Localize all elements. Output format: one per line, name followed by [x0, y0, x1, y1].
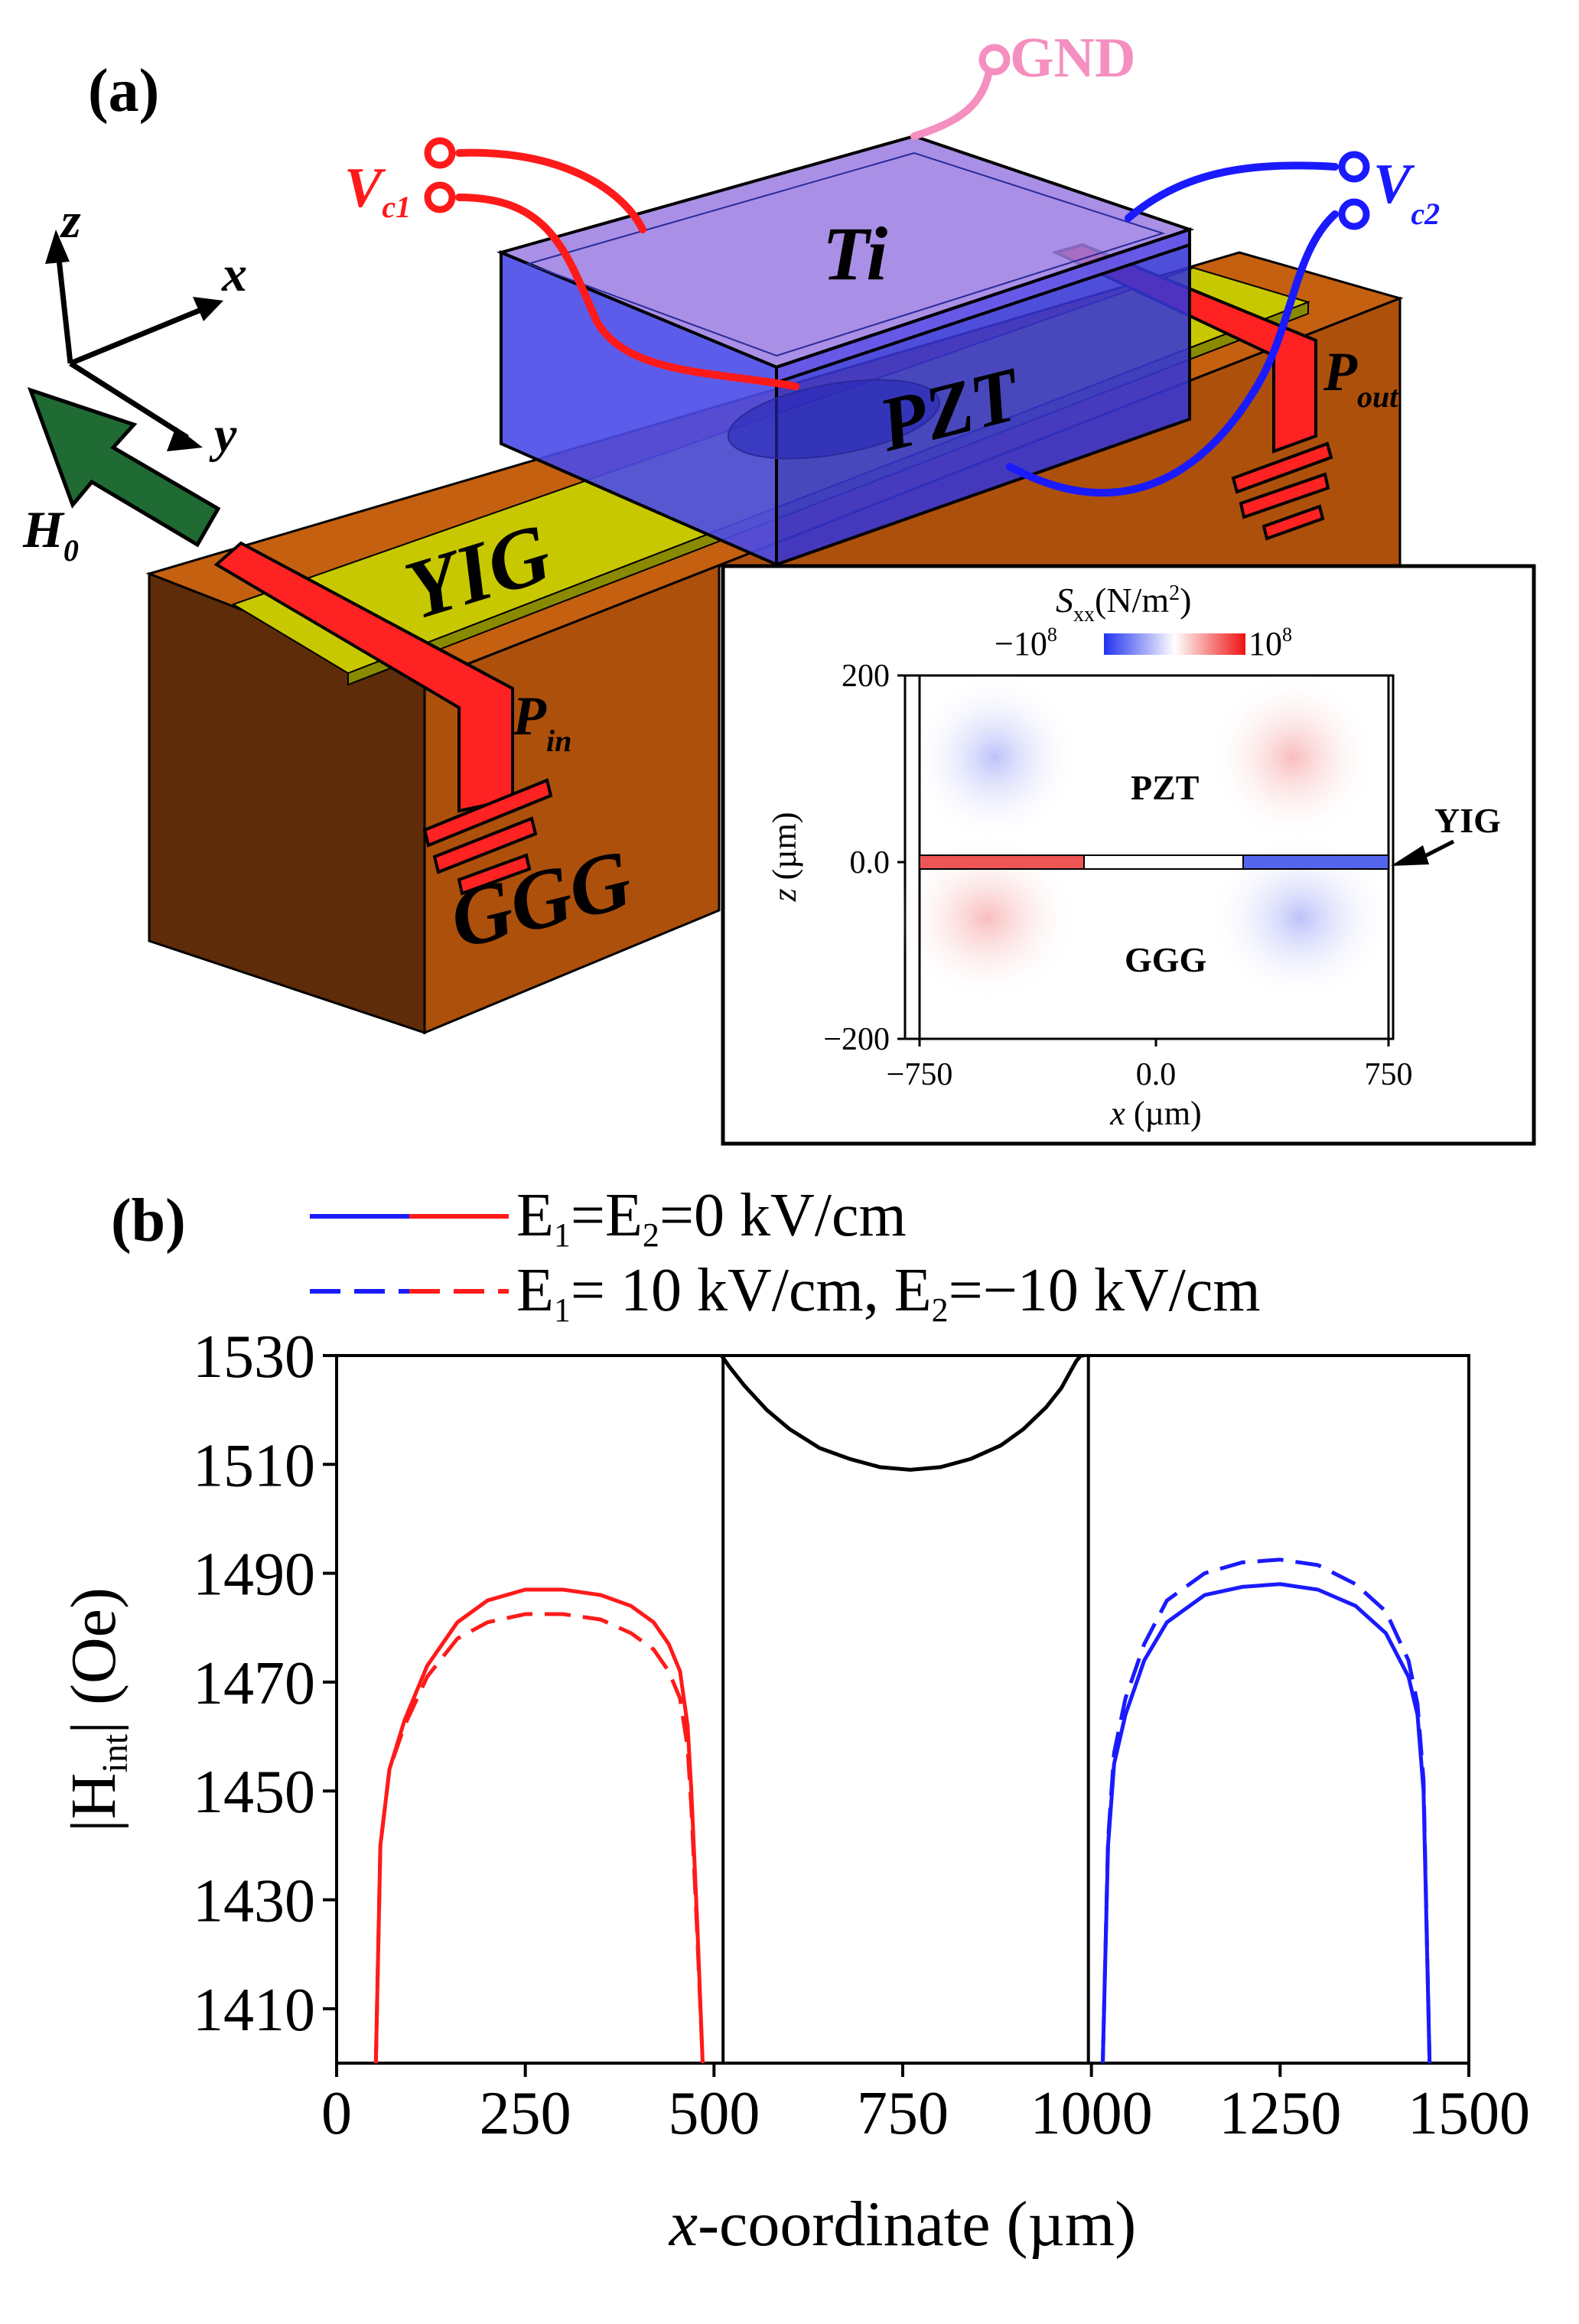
z-axis-line [54, 244, 73, 364]
yig-stress-red [919, 854, 1085, 870]
z-axis-label: z [60, 193, 81, 249]
vc2-terminal-2-icon [1338, 198, 1370, 230]
vc1-terminal-1-icon [424, 137, 456, 169]
pout-label: Pout [1323, 341, 1399, 414]
y-tick-label-1530: 1530 [193, 1323, 315, 1391]
x-tick-label-250: 250 [480, 2080, 571, 2147]
ti-front-edge [775, 227, 1191, 385]
ti-label: Ti [822, 211, 887, 296]
series-line-3 [1101, 1557, 1432, 2063]
inset: Sxx(N/m2) −108 108 PZT GGG YIG 200 0.0 [721, 564, 1536, 1146]
input-antenna [213, 541, 553, 896]
series-line-1 [373, 1612, 705, 2063]
stress-lobe-red-lower-left [895, 834, 1079, 1002]
x-tick-label-500: 500 [668, 2080, 760, 2147]
field-label: H0 [22, 500, 79, 568]
colorbar [1104, 633, 1245, 655]
legend-label-1: E1= 10 kV/cm, E2=−10 kV/cm [516, 1257, 1261, 1329]
series-line-4 [720, 1356, 1084, 1472]
inset-yig-label: YIG [1434, 801, 1501, 840]
yig-stress-blue [1242, 854, 1389, 870]
x-tick-label-1500: 1500 [1408, 2080, 1530, 2147]
legend: E1=E2=0 kV/cm E1= 10 kV/cm, E2=−10 kV/cm [310, 1182, 1261, 1329]
inset-ggg-label: GGG [1125, 940, 1206, 979]
inset-pzt-label: PZT [1131, 768, 1199, 807]
vc2-wire-upper [1125, 161, 1339, 222]
x-tick-label-1000: 1000 [1030, 2080, 1153, 2147]
y-tick-label-1410: 1410 [193, 1977, 315, 2044]
ground-bar-3 [457, 853, 532, 896]
series-line-0 [373, 1587, 705, 2063]
stress-lobe-red-upper-right [1209, 673, 1377, 841]
gnd-label: GND [1010, 27, 1135, 90]
inset-xtick-label-750: 750 [1365, 1057, 1413, 1092]
x-axis-line [69, 304, 208, 366]
out-ground-bar-2 [1239, 472, 1330, 519]
inset-ytick-label-0: 0.0 [850, 845, 890, 880]
panel-a-label: (a) [88, 57, 159, 125]
stress-lobe-blue-lower-right [1209, 834, 1392, 1002]
colorbar-max: 108 [1249, 623, 1292, 662]
out-ground-bar-1 [1231, 441, 1333, 494]
panel-b-label: (b) [111, 1187, 186, 1255]
legend-label-0: E1=E2=0 kV/cm [516, 1182, 907, 1254]
y-axis-line [69, 361, 189, 440]
pzt-ellipse [727, 379, 941, 460]
ground-bar-1 [422, 778, 553, 848]
vc1-label: Vc1 [344, 157, 411, 224]
y-axis-label: y [209, 407, 237, 463]
x-axis-label: x [221, 246, 247, 302]
y-tick-label-1470: 1470 [193, 1650, 315, 1717]
coordinate-axes [45, 229, 223, 451]
colorbar-label: Sxx(N/m2) [1056, 581, 1191, 627]
y-tick-label-1450: 1450 [193, 1759, 315, 1826]
pin-label: Pin [512, 685, 571, 758]
inset-ytick-label-neg200: −200 [823, 1022, 890, 1057]
ground-bar-2 [432, 816, 538, 874]
chart-ticks: 0 250 500 750 1000 1250 1500 1410 1430 1450 1470 14… [193, 1323, 1530, 2147]
x-axis-title: x-coordinate (µm) [668, 2189, 1136, 2260]
chart-marks [373, 1356, 1432, 2063]
yig-stress-neutral [1083, 854, 1244, 870]
y-tick-label-1430: 1430 [193, 1868, 315, 1935]
x-axis-arrowhead [193, 297, 223, 321]
vc2-wire-lower [1006, 210, 1339, 497]
series-line-2 [1101, 1582, 1432, 2063]
inset-ylabel: z (µm) [766, 812, 803, 902]
y-tick-label-1490: 1490 [193, 1541, 315, 1609]
ti-inner-edge [525, 151, 1166, 357]
panel-b: (b) E1=E2=0 kV/cm E1= 10 kV/cm, E2=−10 k… [58, 1182, 1530, 2260]
field-arrow-icon [27, 386, 221, 548]
x-tick-label-0: 0 [321, 2080, 352, 2147]
yig-pointer-arrowhead [1391, 845, 1429, 866]
x-tick-label-750: 750 [857, 2080, 949, 2147]
colorbar-min: −108 [995, 623, 1057, 662]
terminals [424, 44, 1370, 230]
y-axis-arrowhead [167, 427, 203, 451]
inset-xtick-label-neg750: −750 [887, 1057, 953, 1092]
inset-xlabel: x (µm) [1109, 1095, 1201, 1132]
wires [455, 56, 1339, 497]
plot-frame [335, 1354, 1470, 2065]
pzt-block [496, 134, 1195, 568]
vc1-wire-upper [455, 148, 646, 233]
inset-xtick-label-0: 0.0 [1136, 1057, 1177, 1092]
x-tick-label-1250: 1250 [1219, 2080, 1341, 2147]
inset-ticks [897, 674, 1390, 1046]
y-tick-label-1510: 1510 [193, 1432, 315, 1499]
panel-a: (a) z x y H0 GGG YIG [22, 27, 1440, 1035]
y-axis-title: |Hint| (Oe) [58, 1587, 135, 1832]
z-axis-arrowhead [45, 229, 70, 264]
vc2-terminal-1-icon [1338, 151, 1370, 183]
out-ground-bar-3 [1262, 504, 1325, 541]
vc1-wire-lower [455, 194, 799, 390]
gnd-wire [910, 56, 995, 140]
vc2-label: Vc2 [1373, 153, 1440, 231]
vc1-terminal-2-icon [424, 181, 456, 213]
inset-ytick-label-200: 200 [842, 659, 890, 694]
stress-lobe-blue-upper-left [910, 673, 1079, 841]
gnd-terminal-icon [978, 44, 1011, 76]
